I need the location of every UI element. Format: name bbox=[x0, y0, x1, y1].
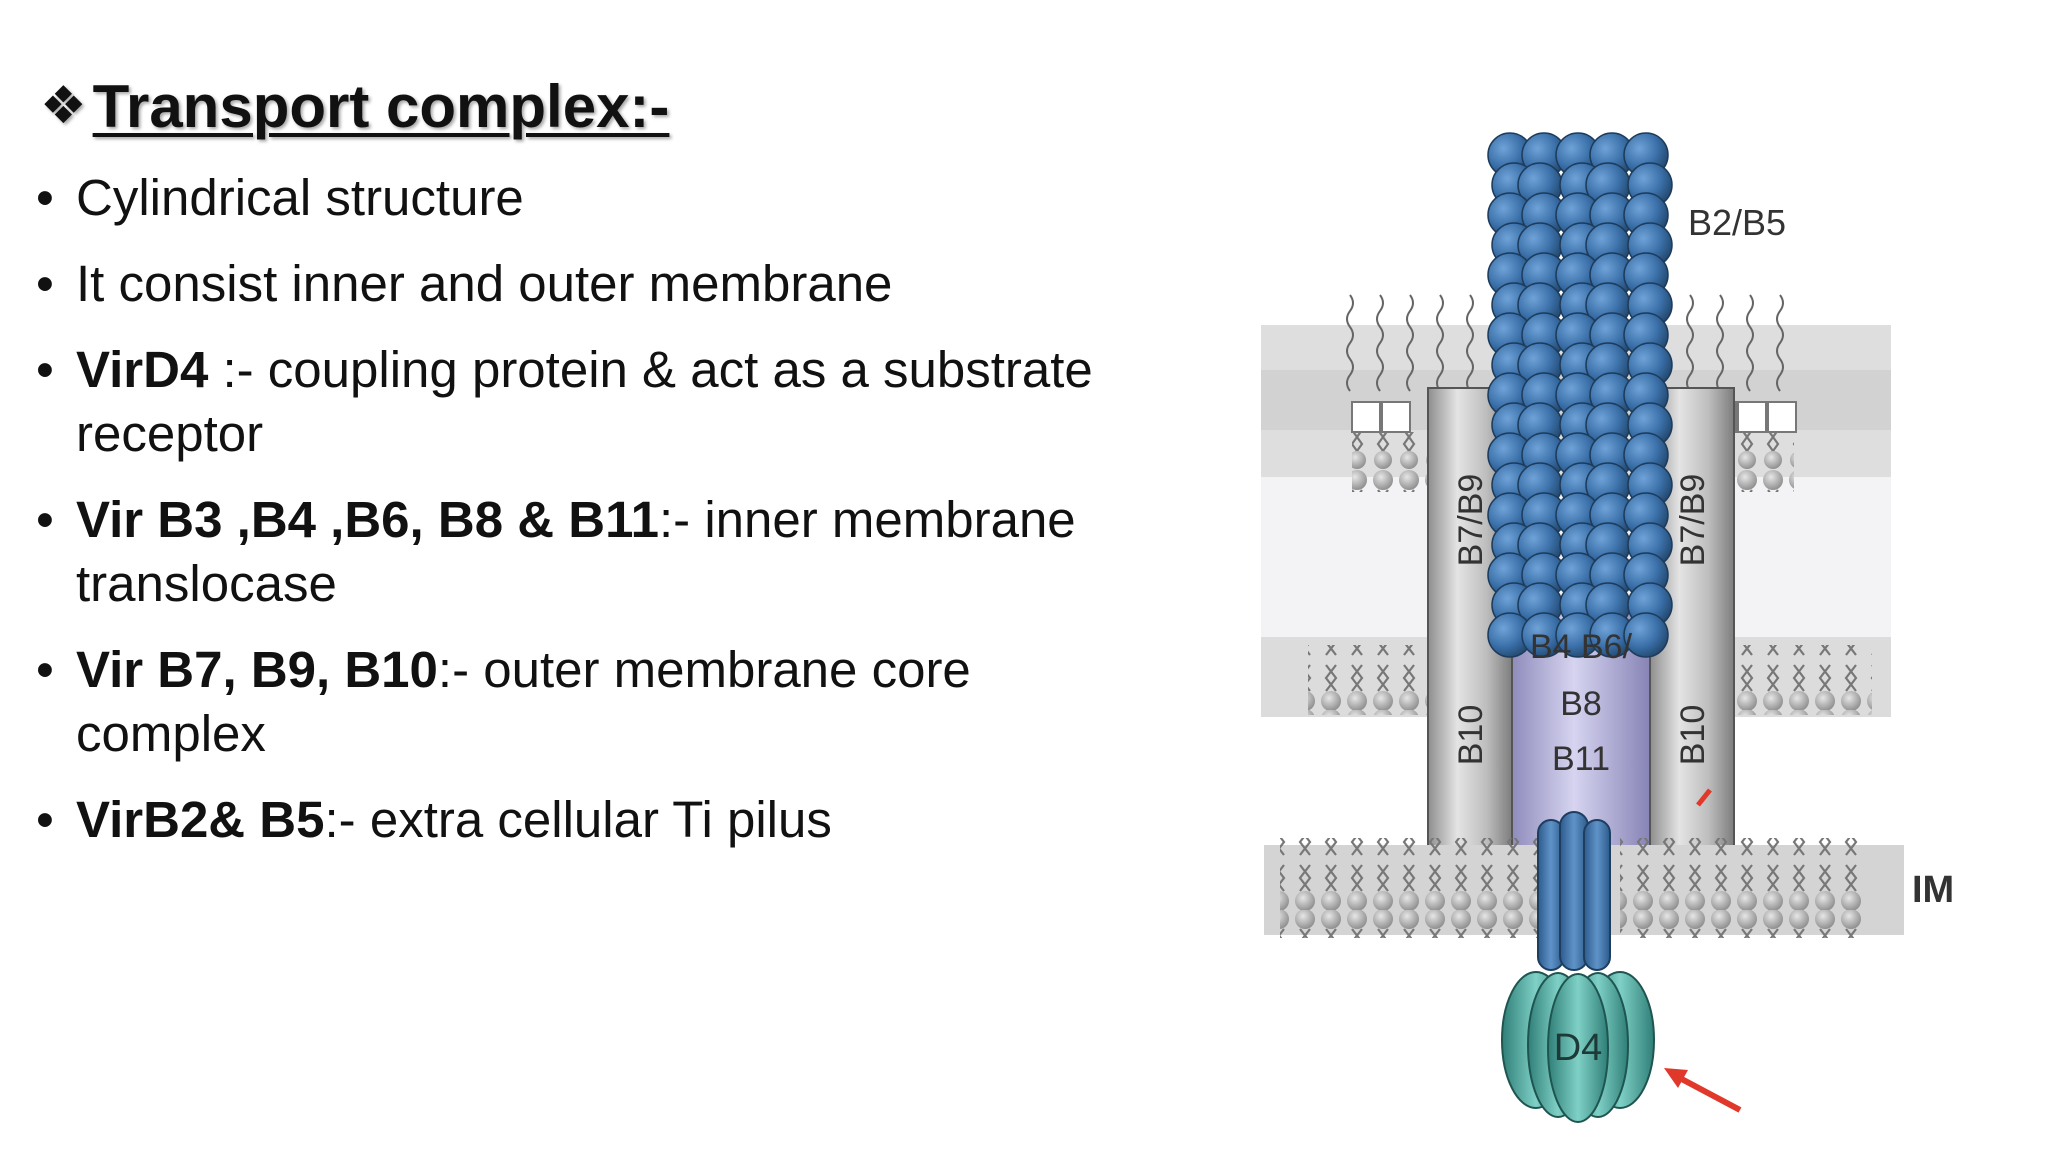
red-arrow-top bbox=[1696, 788, 1712, 807]
bullet-dot-icon: • bbox=[36, 791, 54, 848]
im-lipids-left bbox=[1280, 838, 1566, 938]
bullet-bold: Vir B7, B9, B10 bbox=[76, 641, 438, 698]
label-pilus: B2/B5 bbox=[1688, 202, 1786, 243]
bullet-text: :- inner membrane translocase bbox=[76, 491, 1076, 612]
bullet-item: • Vir B7, B9, B10:- outer membrane core c… bbox=[36, 638, 1166, 766]
diamond-bullet-icon: ❖ bbox=[40, 77, 87, 135]
bullet-dot-icon: • bbox=[36, 255, 54, 312]
d4-atpase bbox=[1501, 971, 1655, 1123]
bullet-item: • Cylindrical structure bbox=[36, 166, 1166, 230]
label-translocase-2: B8 bbox=[1560, 685, 1602, 723]
bullet-list: • Cylindrical structure • It consist inner… bbox=[36, 166, 1166, 874]
label-core-right-top: B7/B9 bbox=[1674, 474, 1712, 567]
bullet-item: • VirB2& B5:- extra cellular Ti pilus bbox=[36, 788, 1166, 852]
label-coupling: D4 bbox=[1554, 1027, 1603, 1069]
pilus-subunit bbox=[1623, 612, 1669, 658]
bullet-dot-icon: • bbox=[36, 169, 54, 226]
lps-squares-left bbox=[1351, 401, 1411, 433]
bullet-bold: VirD4 bbox=[76, 341, 209, 398]
label-translocase-1: B4 B6/ bbox=[1530, 628, 1633, 666]
label-core-right-bottom: B10 bbox=[1674, 705, 1712, 766]
bullet-text: :- outer membrane core complex bbox=[76, 641, 971, 762]
bullet-text: :- extra cellular Ti pilus bbox=[324, 791, 832, 848]
bullet-dot-icon: • bbox=[36, 341, 54, 398]
label-core-left-top: B7/B9 bbox=[1452, 474, 1490, 567]
red-arrow bbox=[1664, 1068, 1742, 1113]
om-lipids-right bbox=[1716, 645, 1872, 715]
bullet-bold: VirB2& B5 bbox=[76, 791, 325, 848]
bullet-dot-icon: • bbox=[36, 641, 54, 698]
label-inner-membrane: IM bbox=[1912, 869, 1954, 911]
bullet-text: It consist inner and outer membrane bbox=[76, 255, 893, 312]
bullet-text: :- coupling protein & act as a substrate… bbox=[76, 341, 1093, 462]
bullet-item: • It consist inner and outer membrane bbox=[36, 252, 1166, 316]
bullet-bold: Vir B3 ,B4 ,B6, B8 & B11 bbox=[76, 491, 659, 548]
bullet-dot-icon: • bbox=[36, 491, 54, 548]
d4-channel bbox=[1537, 811, 1611, 971]
bullet-item: • VirD4 :- coupling protein & act as a su… bbox=[36, 338, 1166, 466]
label-translocase-3: B11 bbox=[1552, 740, 1610, 778]
bullet-text: Cylindrical structure bbox=[76, 169, 524, 226]
pilus bbox=[1487, 132, 1673, 658]
slide-title: ❖Transport complex:- bbox=[40, 72, 669, 141]
title-text: Transport complex:- bbox=[92, 73, 670, 140]
im-lipids-right bbox=[1620, 838, 1866, 938]
bullet-item: • Vir B3 ,B4 ,B6, B8 & B11:- inner membra… bbox=[36, 488, 1166, 616]
transport-complex-diagram: B7/B9 B7/B9 B10 B10 B4 B6/ B8 B11 B2/B5 … bbox=[1261, 132, 1954, 1123]
label-core-left-bottom: B10 bbox=[1452, 705, 1490, 766]
